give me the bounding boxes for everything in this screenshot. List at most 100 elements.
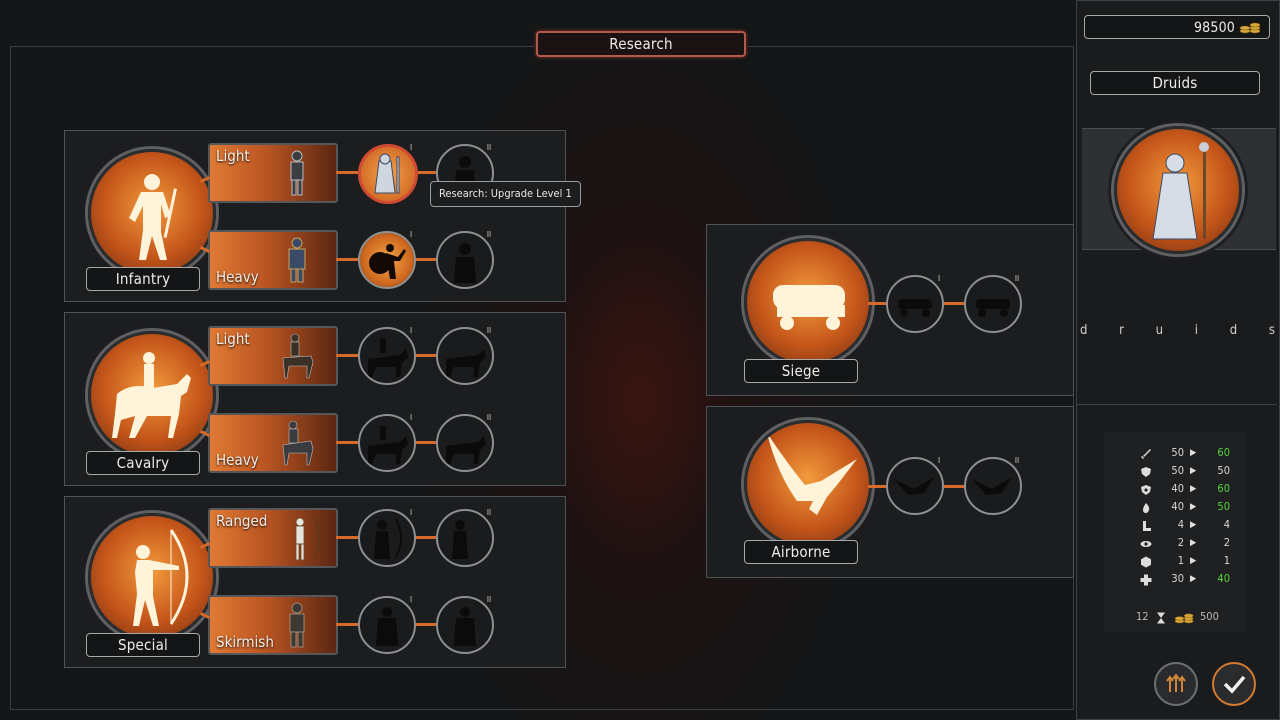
cavalry-heavy-upgrade-1[interactable] [358,414,416,472]
connector-line [336,258,360,261]
unit-label: Heavy [216,451,259,469]
stat-row-size: 1▶1 [1134,554,1234,570]
siege-category-icon[interactable] [744,238,872,366]
heavy-soldier-icon [288,237,306,283]
level-tag: I [409,326,413,335]
cavalry-heavy-unit[interactable]: Heavy [208,413,338,473]
cavalry-light-upgrade-1[interactable] [358,327,416,385]
stat-row-fire: 40▶50 [1134,500,1234,516]
level-tag: II [1014,274,1020,283]
hexagon-icon [1141,556,1151,568]
research-time: 12 [1136,610,1149,623]
connector-line [944,485,966,488]
cavalry-label: Cavalry [86,451,200,475]
faction-subtitle: d r u i d s [1080,323,1278,338]
level-tag: II [486,413,492,422]
infantry-category-icon[interactable] [88,149,216,277]
connector-line [336,354,360,357]
upgrade-arrows-button[interactable] [1154,662,1198,706]
infantry-heavy-unit[interactable]: Heavy [208,230,338,290]
research-cost: 500 [1200,610,1219,623]
druid-portrait [1114,126,1242,254]
silhouette-icon [898,299,932,317]
stat-row-defense: 50▶50 [1134,464,1234,480]
airborne-upgrade-2[interactable] [964,457,1022,515]
unit-label: Ranged [216,512,268,530]
silhouette-icon [894,477,934,495]
infantry-heavy-upgrade-1[interactable] [358,231,416,289]
druid-icon [374,153,400,194]
silhouette-icon [976,299,1010,317]
silhouette-icon [454,607,476,646]
special-label: Special [86,633,200,657]
silhouette-icon [446,349,486,377]
gold-coins-icon [1239,22,1261,34]
special-category-icon[interactable] [88,513,216,641]
soldier-icon [290,150,304,196]
sword-icon [1141,449,1151,459]
stat-row-attack: 50▶60 [1134,446,1234,462]
connector-line [944,302,966,305]
silhouette-icon [446,436,486,464]
silhouette-icon [452,520,468,559]
unit-label: Light [216,330,250,348]
level-tag: II [486,143,492,152]
shield-warrior-icon [369,244,406,279]
eye-icon [1140,541,1152,547]
unit-label: Skirmish [216,633,274,651]
unit-label: Light [216,147,250,165]
connector-line [414,354,438,357]
upgrade-tooltip: Research: Upgrade Level 1 [430,181,581,207]
stats-panel: 50▶60 50▶50 40▶60 40▶50 4▶4 2▶2 [1104,432,1246,632]
infantry-label: Infantry [86,267,200,291]
cavalry-heavy-upgrade-2[interactable] [436,414,494,472]
connector-line [336,171,360,174]
connector-line [414,623,438,626]
level-tag: I [937,274,941,283]
silhouette-icon [374,518,402,559]
connector-line [336,441,360,444]
special-skirmish-unit[interactable]: Skirmish [208,595,338,655]
armor-icon [1141,485,1151,495]
special-ranged-unit[interactable]: Ranged [208,508,338,568]
hourglass-icon [1157,612,1165,624]
silhouette-icon [972,477,1012,495]
special-skirmish-upgrade-2[interactable] [436,596,494,654]
page-title: Research [536,31,746,57]
cavalry-light-upgrade-2[interactable] [436,327,494,385]
connector-line [414,441,438,444]
stat-row-speed: 4▶4 [1134,518,1234,534]
checkmark-icon [1223,675,1246,694]
special-ranged-upgrade-2[interactable] [436,509,494,567]
siege-upgrade-1[interactable] [886,275,944,333]
airborne-category-icon[interactable] [744,420,872,548]
connector-line [414,536,438,539]
infantry-light-upgrade-1[interactable] [358,144,418,204]
level-tag: I [409,595,413,604]
level-tag: II [486,595,492,604]
cavalry-category-icon[interactable] [88,331,216,459]
siege-upgrade-2[interactable] [964,275,1022,333]
silhouette-icon [454,243,476,283]
siege-label: Siege [744,359,858,383]
health-icon [1140,574,1152,586]
level-tag: I [409,230,413,239]
triple-arrow-up-icon [1166,673,1186,692]
level-tag: I [937,456,941,465]
right-divider [1077,404,1277,405]
connector-line [414,171,438,174]
special-skirmish-upgrade-1[interactable] [358,596,416,654]
confirm-button[interactable] [1212,662,1256,706]
silhouette-icon [368,339,408,377]
connector-line [868,485,888,488]
special-ranged-upgrade-1[interactable] [358,509,416,567]
cavalry-light-unit[interactable]: Light [208,326,338,386]
infantry-light-unit[interactable]: Light [208,143,338,203]
airborne-label: Airborne [744,540,858,564]
gold-display: 98500 [1084,15,1270,39]
heavy-horse-rider-icon [282,420,314,466]
airborne-upgrade-1[interactable] [886,457,944,515]
infantry-heavy-upgrade-2[interactable] [436,231,494,289]
cost-row: 12 500 [1134,610,1234,626]
